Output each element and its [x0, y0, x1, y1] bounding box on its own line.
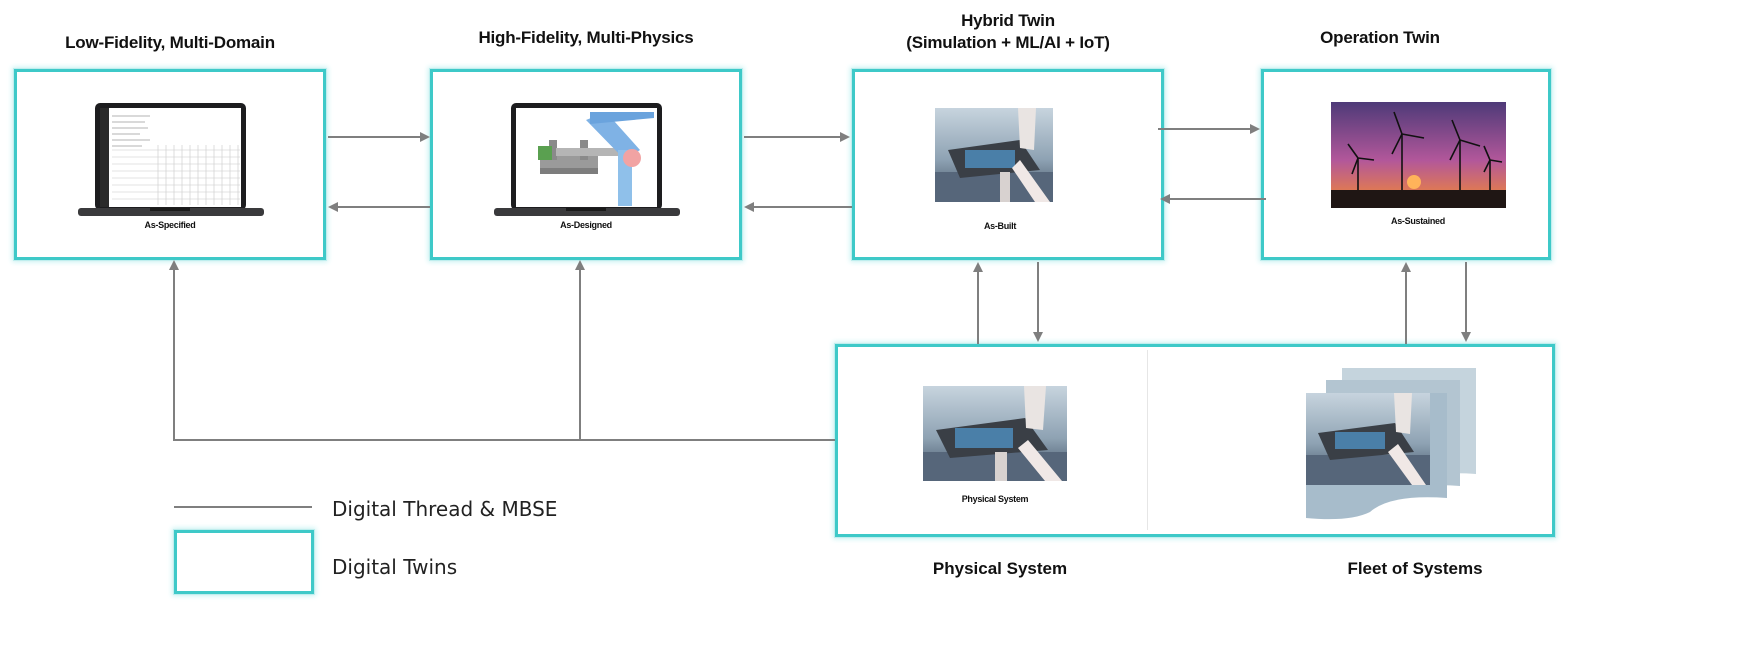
physical-system-image — [923, 386, 1067, 481]
stage-title-hybrid: Hybrid Twin (Simulation + ML/AI + IoT) — [906, 11, 1110, 52]
caption-physical-system: Physical System — [961, 494, 1029, 504]
legend-twin-box — [174, 530, 314, 594]
label-physical-system: Physical System — [932, 559, 1068, 578]
laptop-matrix-image — [78, 103, 264, 216]
physical-divider — [1147, 350, 1148, 530]
wind-farm-sunset-image — [1331, 102, 1506, 208]
stage-title-designed: High-Fidelity, Multi-Physics — [478, 28, 694, 47]
label-fleet-of-systems: Fleet of Systems — [1347, 559, 1483, 578]
laptop-cad-image — [494, 103, 680, 216]
caption-specified: As-Specified — [144, 220, 196, 230]
legend-twins-label: Digital Twins — [332, 555, 458, 579]
stage-title-operation: Operation Twin — [1320, 28, 1440, 47]
caption-designed: As-Designed — [560, 220, 612, 230]
fleet-of-systems-image — [1306, 368, 1476, 520]
legend-thread-label: Digital Thread & MBSE — [332, 497, 558, 521]
turbine-nacelle-image — [935, 108, 1053, 202]
caption-sustained: As-Sustained — [1391, 216, 1445, 226]
digital-thread-arrows — [169, 124, 1471, 441]
caption-built: As-Built — [983, 221, 1017, 231]
stage-title-specified: Low-Fidelity, Multi-Domain — [65, 33, 275, 52]
